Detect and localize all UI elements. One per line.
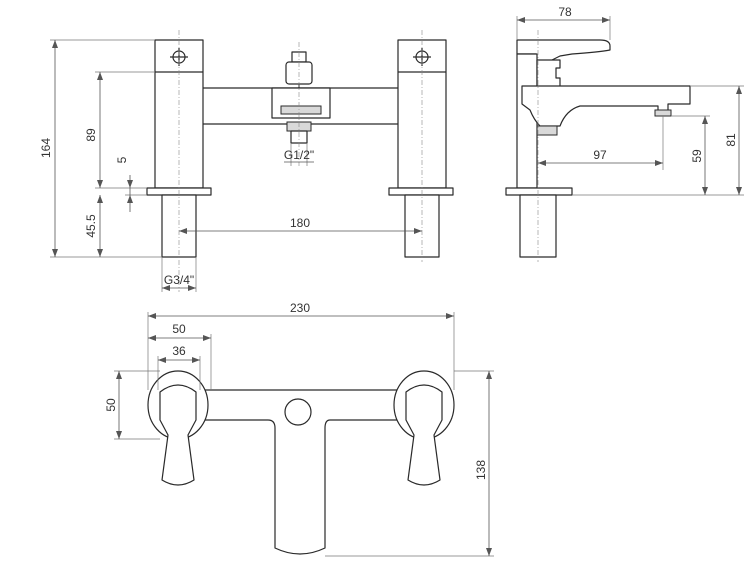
dim-spout-top-height: 81 (724, 133, 738, 147)
plan-bridge-and-spout (199, 389, 406, 555)
dim-shank-length: 45.5 (84, 214, 98, 238)
right-deck-plate (388, 187, 454, 196)
left-shank (161, 194, 197, 258)
front-view: 164 89 5 45.5 180 G3/4" G (39, 30, 454, 292)
dim-body-height: 89 (84, 128, 98, 142)
dim-outlet-thread: G1/2" (284, 148, 314, 162)
dim-overall-width: 230 (290, 301, 310, 315)
side-view: 78 97 59 81 (505, 5, 744, 262)
dim-deck-plate-thickness: 5 (115, 156, 129, 163)
dim-spout-reach: 97 (593, 148, 607, 162)
plan-right-lever (405, 384, 443, 486)
plan-view: 230 50 36 50 138 (104, 301, 494, 557)
right-shank (404, 194, 440, 258)
plan-diverter-knob (284, 398, 312, 426)
side-shank (519, 194, 557, 258)
dim-overall-height: 164 (39, 138, 53, 158)
dim-handle-depth: 50 (104, 398, 118, 412)
dim-handle-width: 36 (172, 344, 186, 358)
side-lever (516, 39, 611, 65)
dim-handle-base-width: 50 (172, 322, 186, 336)
dim-inlet-thread: G3/4" (164, 273, 194, 287)
side-spout-outlet (654, 109, 672, 117)
dim-spout-outlet-height: 59 (690, 149, 704, 163)
dim-overall-depth: 138 (474, 460, 488, 480)
spout-outlet (280, 105, 322, 115)
side-deck-plate (505, 187, 573, 196)
dim-depth: 78 (558, 5, 572, 19)
side-spout (521, 85, 691, 127)
dim-inlet-centers: 180 (290, 216, 310, 230)
side-shower-outlet (536, 125, 558, 136)
plan-left-lever (159, 384, 197, 486)
side-column (516, 53, 538, 189)
